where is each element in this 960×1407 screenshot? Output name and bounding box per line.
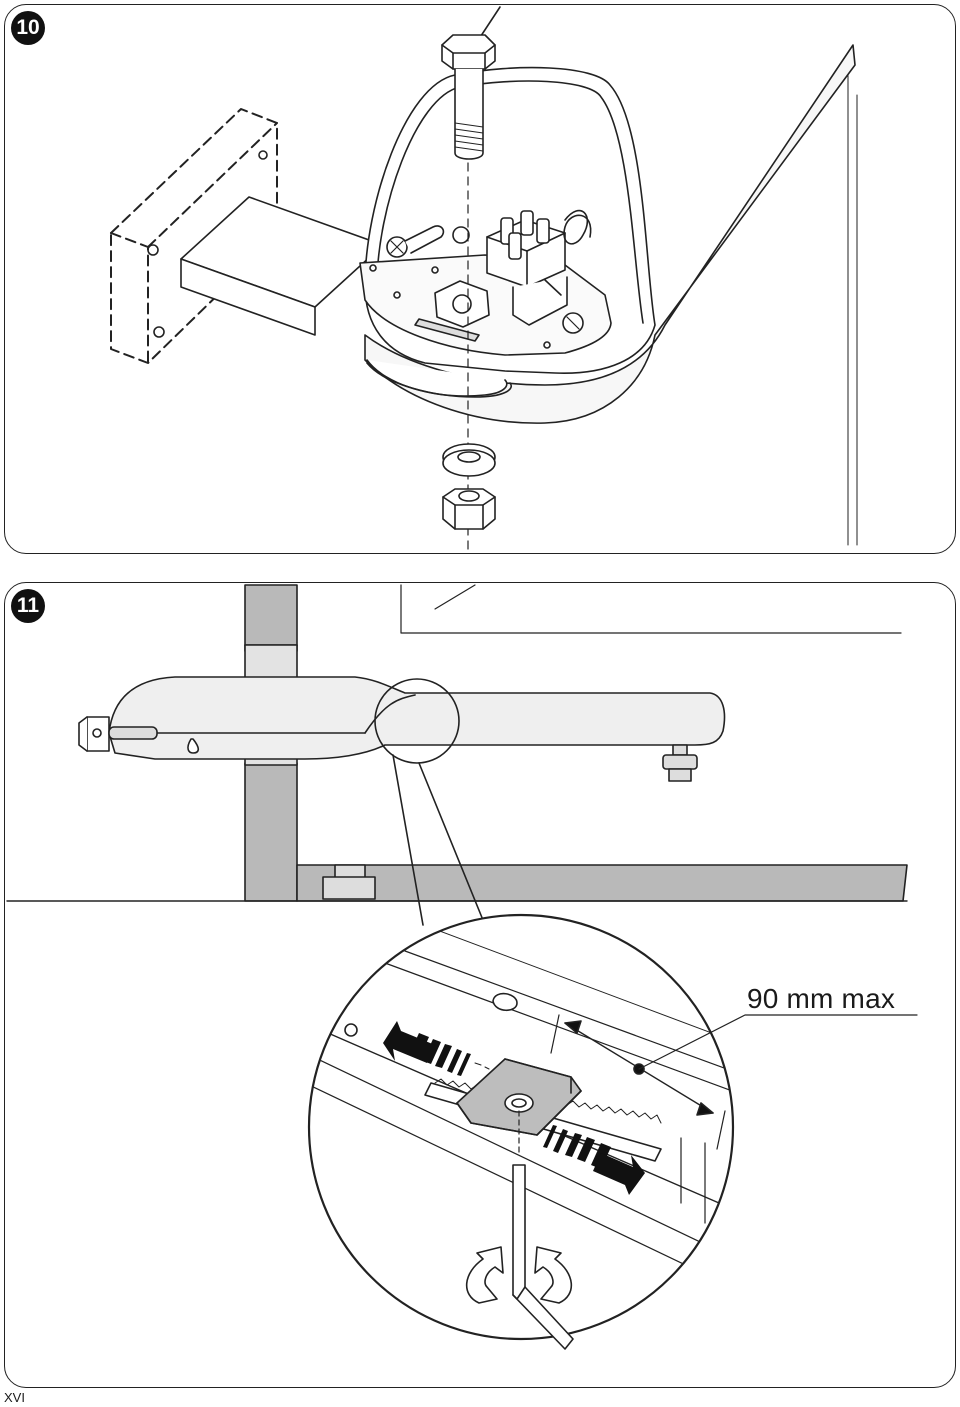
pin-bolt [662,744,698,782]
hex-key-icon [512,1164,574,1350]
figure-11-drawing [6,584,918,1350]
wall-bracket-plate [110,108,278,364]
arrow-right-icon [593,1153,645,1195]
washer [442,443,496,477]
nut [442,488,496,530]
screws [386,225,584,334]
terminal-block [486,210,568,326]
figure-11-panel: 11 [4,582,956,1388]
magnified-detail [307,913,918,1341]
figure-10-panel: 10 [4,4,956,554]
rotation-arrows-icon [465,1246,573,1304]
figure-11-number-badge: 11 [11,589,45,623]
bottom-pivot [322,864,376,900]
measurement-label: 90 mm max [747,983,896,1014]
figure-10-drawing [110,6,858,553]
zoom-source-circle [374,678,460,764]
operator-body [78,676,726,760]
limit-stop-block [456,1058,582,1136]
page-number: XVI [4,1390,25,1405]
arrow-left-icon [383,1021,435,1063]
bolt [441,34,496,160]
figure-10-number-badge: 10 [11,11,45,45]
base-hex-nut [434,280,490,328]
mounting-arm [180,196,384,336]
